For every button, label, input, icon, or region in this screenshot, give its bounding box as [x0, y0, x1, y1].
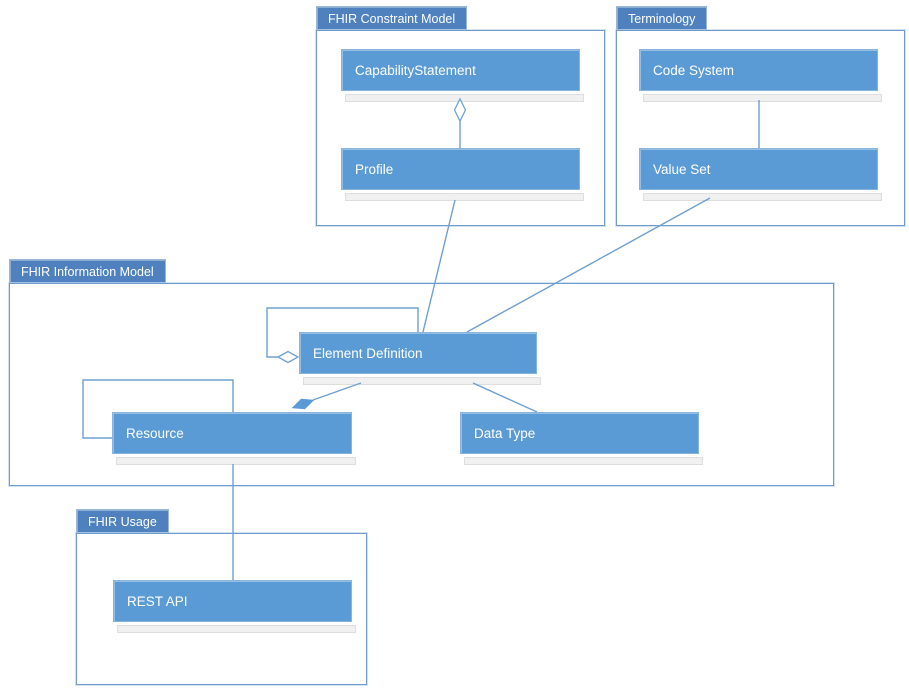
- class-shadow: [643, 193, 882, 201]
- package-body-fhir-information-model: [9, 283, 834, 486]
- package-body-terminology: [616, 30, 905, 226]
- class-label-code-system: Code System: [639, 49, 878, 91]
- class-shadow: [117, 625, 356, 633]
- package-tab-fhir-information-model: FHIR Information Model: [9, 259, 166, 283]
- class-shadow: [643, 94, 882, 102]
- class-shadow: [303, 377, 541, 385]
- class-shadow: [464, 457, 703, 465]
- package-body-fhir-usage: [76, 533, 367, 685]
- package-tab-fhir-constraint-model: FHIR Constraint Model: [316, 6, 468, 30]
- package-tab-fhir-usage: FHIR Usage: [76, 509, 169, 533]
- class-label-profile: Profile: [341, 148, 580, 190]
- package-tab-terminology: Terminology: [616, 6, 708, 30]
- class-label-resource: Resource: [112, 412, 352, 454]
- class-label-capability-statement: CapabilityStatement: [341, 49, 580, 91]
- class-shadow: [345, 94, 584, 102]
- class-label-data-type: Data Type: [460, 412, 699, 454]
- class-shadow: [116, 457, 356, 465]
- class-label-element-definition: Element Definition: [299, 332, 537, 374]
- class-shadow: [345, 193, 584, 201]
- package-body-fhir-constraint-model: [316, 30, 605, 226]
- class-label-value-set: Value Set: [639, 148, 878, 190]
- class-label-rest-api: REST API: [113, 580, 352, 622]
